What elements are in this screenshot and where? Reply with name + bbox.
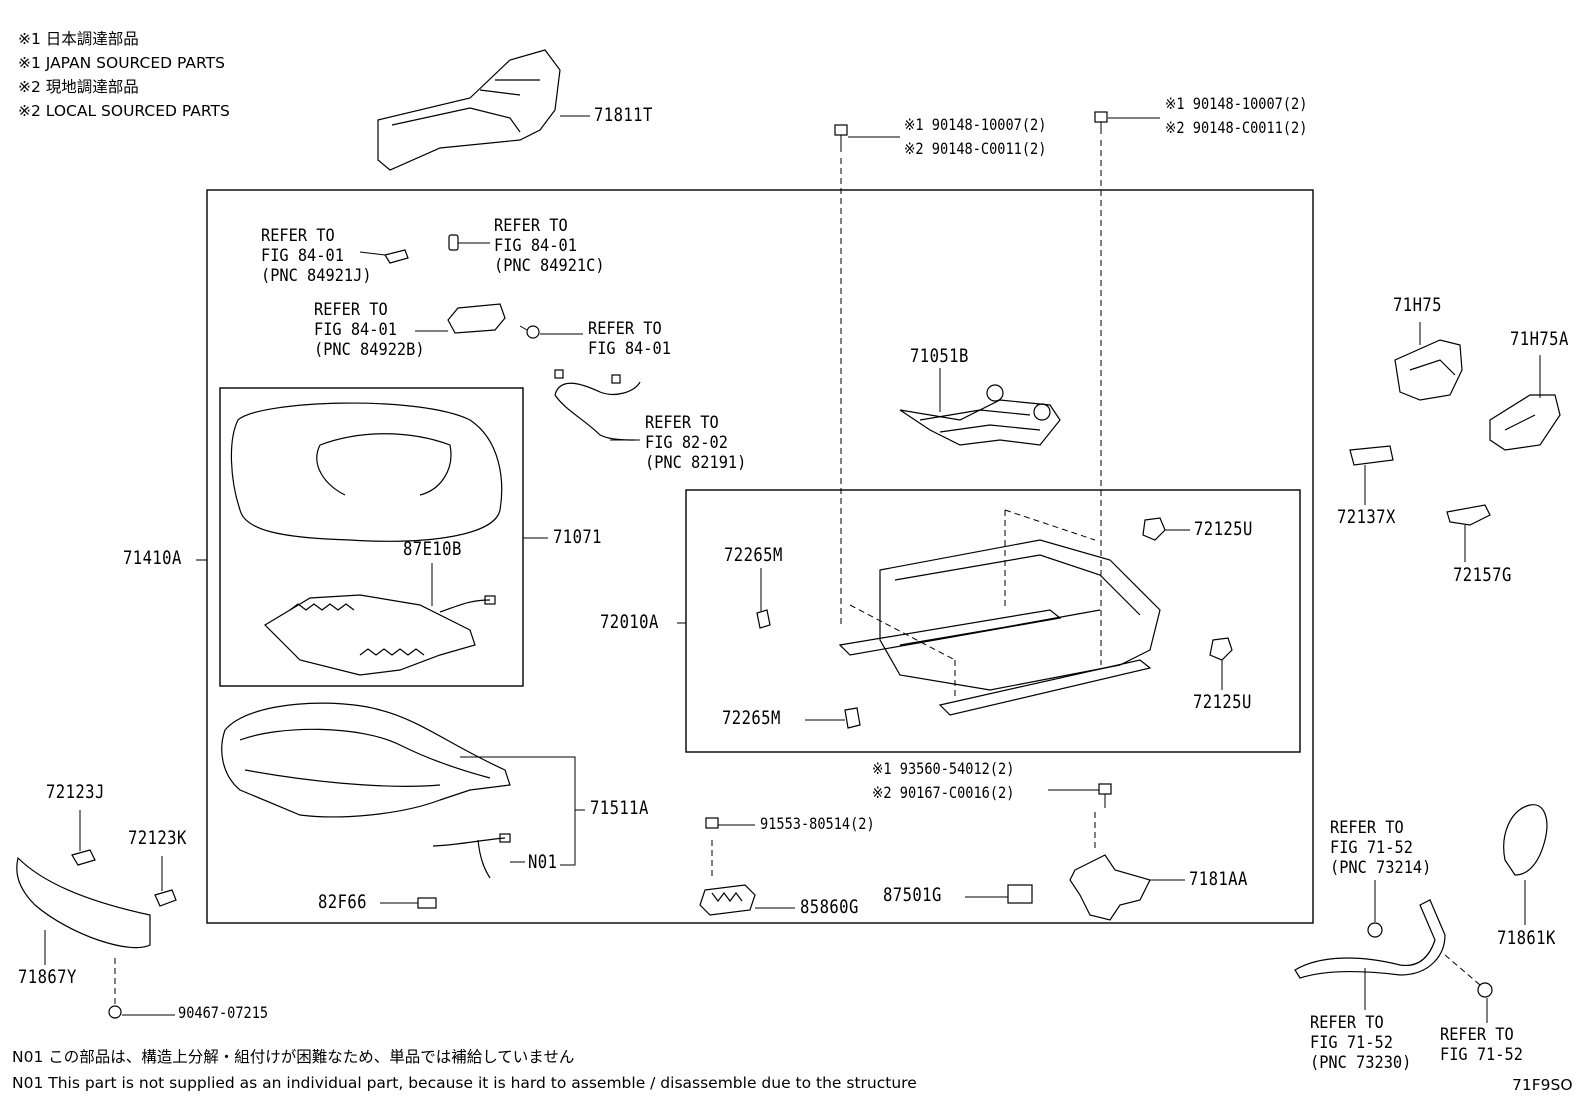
label-7181AA[interactable]: 7181AA [1189, 868, 1248, 890]
bolt-top-right-drawing [1094, 111, 1160, 665]
label-bolt2-b[interactable]: ※2 90148-C0011(2) [1165, 118, 1308, 137]
refer-84921C[interactable]: REFER TO FIG 84-01 (PNC 84921C) [494, 216, 605, 276]
label-82F66[interactable]: 82F66 [318, 891, 367, 913]
label-71861K[interactable]: 71861K [1497, 927, 1556, 949]
cushion-pad-frame [219, 387, 524, 687]
label-bolt1-b[interactable]: ※2 90148-C0011(2) [904, 139, 1047, 158]
refer-73230[interactable]: REFER TO FIG 71-52 (PNC 73230) [1310, 1013, 1412, 1073]
note-local-en: ※2 LOCAL SOURCED PARTS [18, 102, 230, 120]
refer-84-01[interactable]: REFER TO FIG 84-01 [588, 319, 671, 359]
label-N01[interactable]: N01 [528, 851, 558, 873]
footnote-n01-en: N01 This part is not supplied as an indi… [12, 1074, 917, 1092]
label-72125U-a[interactable]: 72125U [1194, 518, 1253, 540]
label-71071[interactable]: 71071 [553, 526, 602, 548]
part-72010A-drawing [677, 509, 1161, 716]
label-90467[interactable]: 90467-07215 [178, 1003, 269, 1022]
label-71051B[interactable]: 71051B [910, 345, 969, 367]
seat-track-frame [685, 489, 1301, 753]
label-72265M-a[interactable]: 72265M [724, 544, 783, 566]
part-71511A-drawing [221, 702, 585, 866]
part-82F66-drawing [380, 897, 437, 909]
part-N01-drawing [432, 833, 525, 879]
part-71811T-drawing [377, 49, 590, 171]
label-71511A[interactable]: 71511A [590, 797, 649, 819]
label-bolt3-a[interactable]: ※1 93560-54012(2) [872, 759, 1015, 778]
label-bolt2-a[interactable]: ※1 90148-10007(2) [1165, 94, 1308, 113]
refer-71-52[interactable]: REFER TO FIG 71-52 [1440, 1025, 1523, 1065]
note-japan-en: ※1 JAPAN SOURCED PARTS [18, 54, 225, 72]
part-71H75-drawing [1394, 322, 1463, 401]
wire-harness-82191-drawing [554, 369, 641, 441]
part-72125U-a-drawing [1142, 517, 1190, 541]
label-71H75[interactable]: 71H75 [1393, 294, 1442, 316]
label-72123K[interactable]: 72123K [128, 827, 187, 849]
label-72157G[interactable]: 72157G [1453, 564, 1512, 586]
label-71867Y[interactable]: 71867Y [18, 966, 77, 988]
clip-84921C-drawing [448, 234, 490, 251]
label-71811T[interactable]: 71811T [594, 104, 653, 126]
screw-ref-drawing [519, 325, 583, 339]
refer-82191[interactable]: REFER TO FIG 82-02 (PNC 82191) [645, 413, 747, 473]
label-bolt1-a[interactable]: ※1 90148-10007(2) [904, 115, 1047, 134]
label-72137X[interactable]: 72137X [1337, 506, 1396, 528]
part-72265M-a-drawing [756, 568, 771, 629]
part-72265M-b-drawing [805, 707, 861, 729]
part-72157G-drawing [1446, 504, 1491, 562]
lever-73230-drawing [1294, 880, 1493, 1023]
label-71H75A[interactable]: 71H75A [1510, 328, 1569, 350]
note-japan-ja: ※1 日本調達部品 [18, 30, 139, 48]
figure-code: 71F9SO [1512, 1076, 1573, 1094]
label-72265M-b[interactable]: 72265M [722, 707, 781, 729]
part-71867Y-drawing [16, 856, 175, 1019]
bolt-top-left-drawing [834, 124, 900, 628]
label-72125U-b[interactable]: 72125U [1193, 691, 1252, 713]
part-85860G-drawing [699, 817, 795, 916]
part-72123J-drawing [71, 810, 96, 866]
label-85860G[interactable]: 85860G [800, 896, 859, 918]
sensor-84922B-drawing [415, 303, 506, 334]
part-87E10B-drawing [264, 563, 496, 676]
label-72010A[interactable]: 72010A [600, 611, 659, 633]
part-72137X-drawing [1349, 445, 1394, 505]
label-87E10B[interactable]: 87E10B [403, 538, 462, 560]
seat-assembly-frame [206, 189, 1314, 924]
label-87501G[interactable]: 87501G [883, 884, 942, 906]
part-72123K-drawing [154, 856, 177, 907]
footnote-n01-ja: N01 この部品は、構造上分解・組付けが困難なため、単品では補給していません [12, 1048, 575, 1066]
part-87501G-drawing [965, 884, 1033, 904]
part-72125U-b-drawing [1209, 637, 1233, 690]
label-91553[interactable]: 91553-80514(2) [760, 814, 875, 833]
refer-73214[interactable]: REFER TO FIG 71-52 (PNC 73214) [1330, 818, 1432, 878]
part-71071-drawing [230, 402, 548, 542]
part-71051B-drawing [899, 368, 1061, 446]
refer-84921J[interactable]: REFER TO FIG 84-01 (PNC 84921J) [261, 226, 372, 286]
part-71H75A-drawing [1489, 355, 1561, 451]
note-local-ja: ※2 現地調達部品 [18, 78, 139, 96]
part-71861K-drawing [1503, 804, 1548, 925]
refer-84922B[interactable]: REFER TO FIG 84-01 (PNC 84922B) [314, 300, 425, 360]
clip-84921J-drawing [359, 249, 409, 264]
label-71410A[interactable]: 71410A [123, 547, 182, 569]
label-bolt3-b[interactable]: ※2 90167-C0016(2) [872, 783, 1015, 802]
part-7181AA-drawing [1048, 783, 1185, 921]
label-72123J[interactable]: 72123J [46, 781, 105, 803]
